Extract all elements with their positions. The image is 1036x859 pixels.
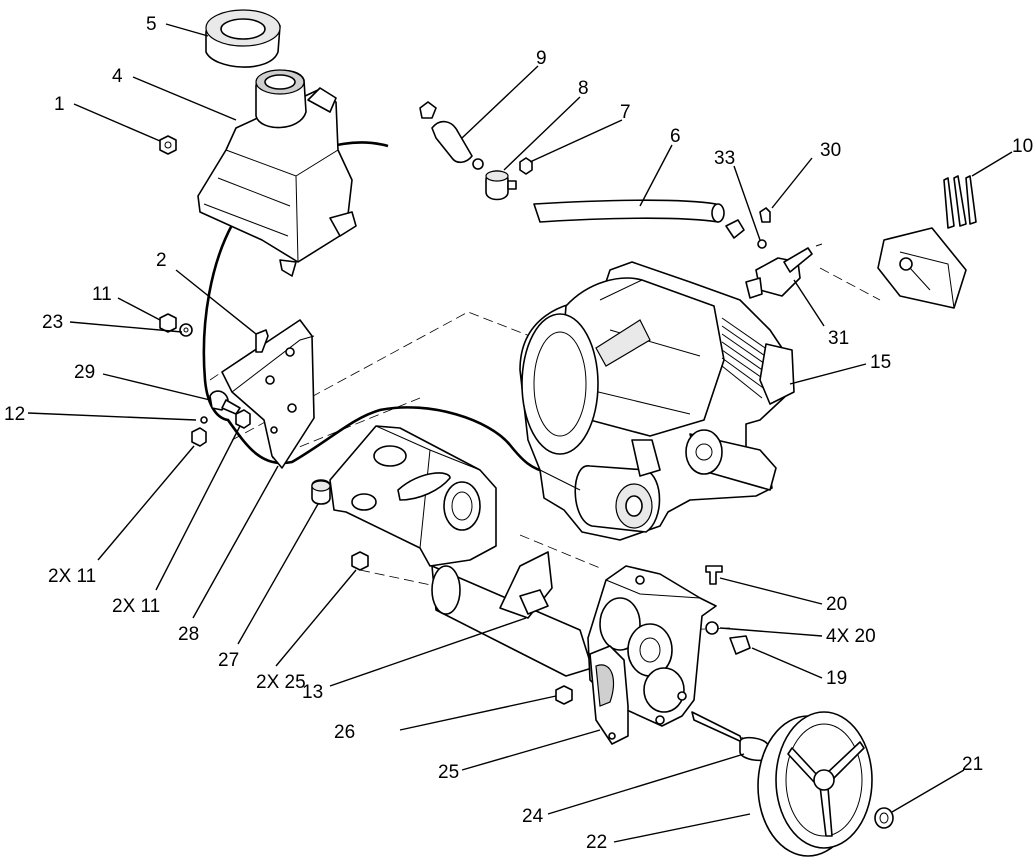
callout-8: 8	[578, 78, 589, 99]
nut-part-1	[159, 135, 177, 155]
frame-housing	[329, 425, 497, 567]
callout-11: 11	[92, 284, 112, 305]
callout-26: 27	[218, 650, 239, 671]
callout-2x25: 26	[334, 722, 355, 743]
callout-30: 31	[828, 328, 849, 349]
callout-21: 21	[962, 754, 983, 775]
callout-29: 30	[820, 140, 841, 161]
callout-2: 2	[156, 250, 167, 271]
callout-2x11-b: 2X 11	[112, 596, 160, 617]
callout-33: 20	[826, 594, 847, 615]
engine-cooling-fins	[721, 317, 769, 399]
fuel-cap	[205, 9, 281, 68]
callout-4x20: 4X 20	[826, 626, 876, 647]
callout-24: 25	[438, 762, 459, 783]
cover-part-10	[877, 175, 977, 309]
callout-19: 19	[826, 668, 847, 689]
nut-part-25	[351, 551, 369, 571]
switch-parts	[745, 207, 823, 299]
callout-20: 23	[42, 312, 63, 333]
callout-9: 9	[536, 48, 547, 69]
callout-7: 7	[620, 102, 631, 123]
leader-lines	[27, 23, 1013, 843]
callout-5: 5	[146, 14, 157, 35]
callout-13: 13	[302, 682, 323, 703]
callout-31: 33	[714, 148, 735, 169]
callout-12: 12	[4, 404, 25, 425]
callout-1: 1	[54, 94, 65, 115]
callout-28: 29	[74, 362, 95, 383]
engine	[519, 261, 795, 541]
control-bracket	[221, 319, 315, 469]
bracket-part-24	[589, 645, 629, 745]
callout-27: 28	[178, 624, 199, 645]
axle-tube	[431, 551, 593, 677]
callout-22: 22	[586, 832, 607, 853]
hardware-right	[555, 565, 751, 705]
callout-25: 2X 25	[256, 672, 306, 693]
callout-4: 4	[112, 66, 123, 87]
small-hardware	[159, 313, 269, 447]
callout-2x11-a: 2X 11	[48, 566, 96, 587]
callout-labels: 5 4 1 9 8 7 6 33 30 10 31 15 2 11 23 29 …	[4, 14, 1033, 853]
wheel	[757, 711, 873, 857]
callout-10: 10	[1012, 136, 1033, 157]
wheel-nut	[874, 807, 894, 829]
fuel-tank	[197, 69, 357, 277]
bushing-part-26	[311, 479, 331, 505]
axle-spacer	[691, 711, 769, 762]
fuel-line-parts	[419, 101, 745, 239]
callout-6: 6	[670, 126, 681, 147]
callout-15: 15	[870, 352, 891, 373]
callout-23: 24	[522, 806, 544, 827]
